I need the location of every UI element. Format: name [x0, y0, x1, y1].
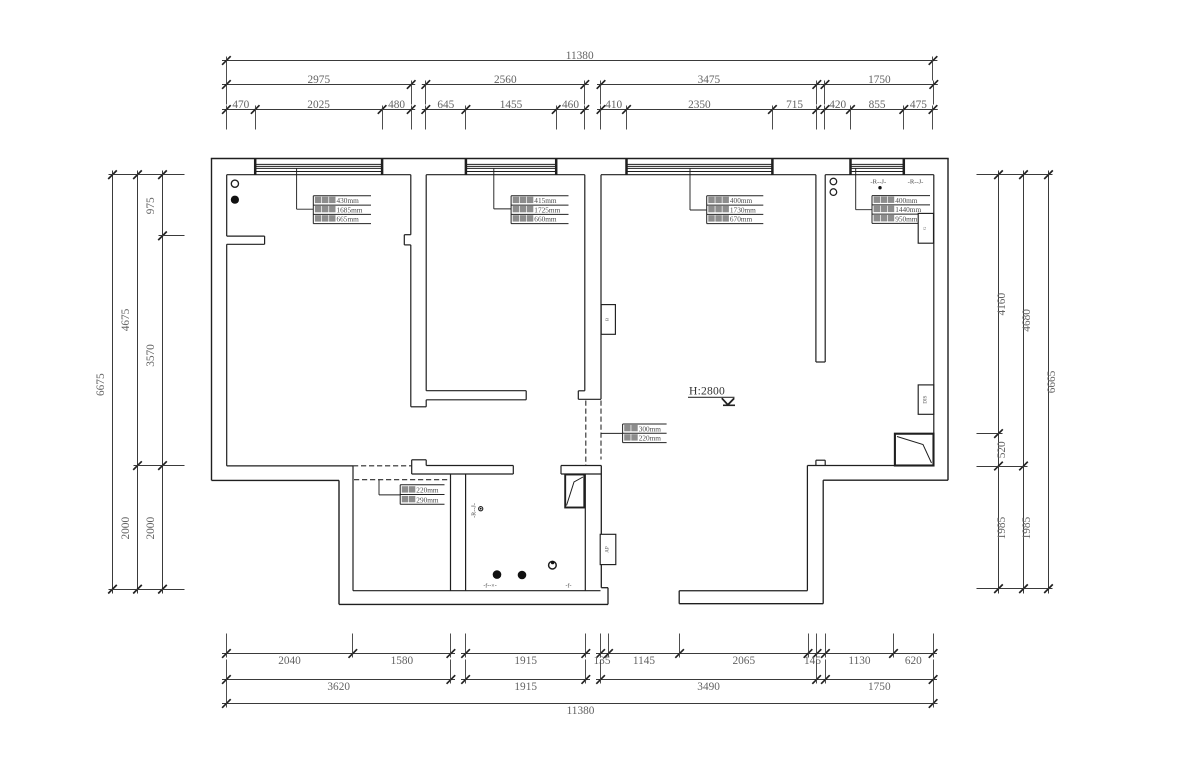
svg-text:-R--J-: -R--J- [471, 503, 478, 518]
svg-text:420: 420 [829, 99, 846, 111]
svg-text:H:2800: H:2800 [689, 385, 725, 398]
svg-text:3620: 3620 [327, 681, 350, 693]
svg-text:-R--J-: -R--J- [870, 179, 886, 186]
svg-text:645: 645 [437, 99, 454, 111]
svg-text:470: 470 [232, 99, 249, 111]
svg-text:2025: 2025 [307, 99, 330, 111]
svg-text:220mm: 220mm [639, 434, 662, 443]
svg-text:135: 135 [594, 655, 611, 667]
svg-text:4675: 4675 [120, 308, 132, 331]
svg-text:665mm: 665mm [337, 215, 360, 224]
svg-text:415mm: 415mm [534, 196, 557, 205]
svg-text:410: 410 [605, 99, 622, 111]
svg-text:AP: AP [605, 546, 610, 553]
svg-text:1440mm: 1440mm [895, 205, 921, 214]
svg-text:3570: 3570 [145, 344, 157, 367]
svg-text:2040: 2040 [278, 655, 301, 667]
svg-text:300mm: 300mm [639, 424, 662, 433]
svg-text:-R--J-: -R--J- [908, 179, 924, 186]
svg-text:3475: 3475 [698, 74, 721, 86]
svg-text:620: 620 [905, 655, 922, 667]
svg-text:855: 855 [869, 99, 886, 111]
svg-text:1145: 1145 [633, 655, 656, 667]
svg-text:400mm: 400mm [730, 196, 753, 205]
svg-text:1985: 1985 [1021, 516, 1033, 539]
svg-text:670mm: 670mm [730, 215, 753, 224]
svg-text:2065: 2065 [733, 655, 756, 667]
svg-text:290mm: 290mm [416, 495, 439, 504]
svg-text:DIS: DIS [923, 395, 928, 403]
svg-text:1455: 1455 [500, 99, 523, 111]
svg-text:2560: 2560 [494, 74, 517, 86]
svg-text:1750: 1750 [868, 681, 891, 693]
svg-text:1915: 1915 [514, 655, 537, 667]
svg-text:1915: 1915 [514, 681, 537, 693]
svg-text:1725mm: 1725mm [534, 205, 560, 214]
svg-text:-f--×-: -f--×- [483, 583, 496, 590]
svg-text:3490: 3490 [697, 681, 720, 693]
svg-text:1750: 1750 [868, 74, 891, 86]
svg-text:1730mm: 1730mm [730, 205, 756, 214]
svg-text:1580: 1580 [391, 655, 414, 667]
svg-text:2000: 2000 [145, 517, 157, 540]
svg-text:480: 480 [388, 99, 405, 111]
svg-text:1985: 1985 [996, 516, 1008, 539]
svg-text:-f-: -f- [566, 583, 572, 590]
svg-text:950mm: 950mm [895, 214, 918, 223]
svg-text:11380: 11380 [567, 705, 595, 717]
svg-text:475: 475 [910, 99, 927, 111]
svg-text:1685mm: 1685mm [337, 205, 363, 214]
svg-text:715: 715 [786, 99, 803, 111]
svg-text:2000: 2000 [120, 517, 132, 540]
svg-text:G: G [922, 226, 927, 230]
svg-text:400mm: 400mm [895, 196, 918, 205]
svg-text:2975: 2975 [308, 74, 331, 86]
svg-text:460: 460 [562, 99, 579, 111]
svg-text:B: B [605, 318, 610, 321]
svg-text:6675: 6675 [95, 373, 107, 396]
svg-text:145: 145 [804, 655, 821, 667]
svg-text:1130: 1130 [848, 655, 871, 667]
svg-text:4160: 4160 [996, 293, 1008, 316]
svg-text:220mm: 220mm [416, 486, 439, 495]
svg-text:430mm: 430mm [337, 196, 360, 205]
svg-text:975: 975 [145, 197, 157, 214]
svg-text:4680: 4680 [1021, 309, 1033, 332]
svg-text:11380: 11380 [566, 50, 594, 62]
svg-text:2350: 2350 [688, 99, 711, 111]
svg-text:520: 520 [996, 441, 1008, 458]
svg-text:660mm: 660mm [534, 215, 557, 224]
svg-text:6665: 6665 [1046, 370, 1058, 393]
